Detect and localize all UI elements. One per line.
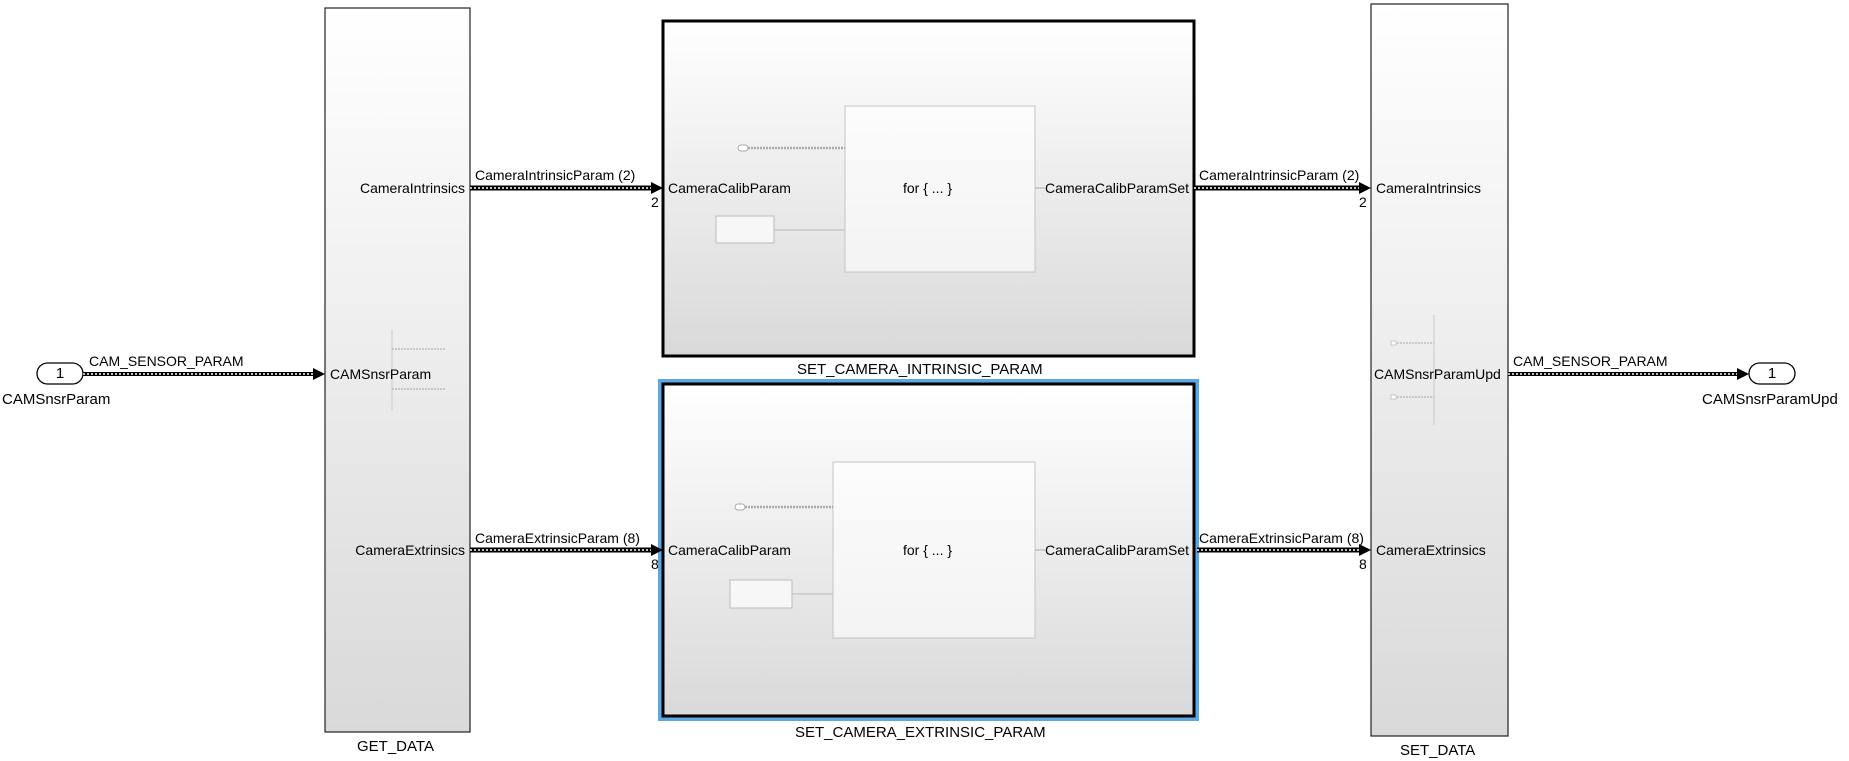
dimension-label-intrinsic-2: 2 — [1359, 194, 1367, 210]
inport-name: CAMSnsrParam — [2, 391, 111, 408]
get-data-output-port-intrinsics: CameraIntrinsics — [359, 180, 465, 196]
for-iterator-subsystem — [844, 105, 1036, 273]
outport-number: 1 — [1768, 365, 1776, 382]
extrinsic-input-port: CameraCalibParam — [668, 542, 791, 558]
signal-line-out-bus[interactable] — [1508, 368, 1749, 380]
signal-label-intrinsic-1: CameraIntrinsicParam (2) — [475, 167, 636, 183]
extrinsic-output-port: CameraCalibParamSet — [1045, 542, 1189, 558]
set-camera-intrinsic-param-block[interactable] — [661, 19, 1196, 358]
signal-line-intrinsic-2[interactable] — [1194, 182, 1371, 194]
signal-label-in-bus: CAM_SENSOR_PARAM — [89, 353, 244, 369]
intrinsic-for-label: for { ... } — [903, 180, 953, 196]
dimension-label-extrinsic-1: 8 — [651, 556, 659, 572]
get-data-block-name: GET_DATA — [357, 738, 434, 755]
extrinsic-for-label: for { ... } — [903, 542, 953, 558]
signal-line-extrinsic-2[interactable] — [1197, 544, 1371, 556]
inport-number: 1 — [56, 365, 64, 382]
set-camera-extrinsic-param-block[interactable] — [658, 379, 1199, 721]
set-data-input-port-intrinsics: CameraIntrinsics — [1376, 180, 1482, 196]
get-data-block[interactable] — [324, 7, 471, 733]
inport-cam-snsr-param[interactable]: 1 — [36, 362, 84, 385]
get-data-output-port-extrinsics: CameraExtrinsics — [355, 542, 465, 558]
signal-label-extrinsic-1: CameraExtrinsicParam (8) — [475, 530, 640, 546]
dimension-label-intrinsic-1: 2 — [651, 194, 659, 210]
set-data-input-port-bus: CAMSnsrParamUpd — [1374, 366, 1501, 382]
intrinsic-output-port: CameraCalibParamSet — [1045, 180, 1189, 196]
get-data-input-port: CAMSnsrParam — [330, 366, 432, 382]
signal-label-intrinsic-2: CameraIntrinsicParam (2) — [1199, 167, 1360, 183]
signal-line-extrinsic-1[interactable] — [470, 544, 663, 556]
for-iterator-subsystem — [832, 461, 1036, 639]
intrinsic-block-name: SET_CAMERA_INTRINSIC_PARAM — [797, 361, 1043, 378]
set-data-block-name: SET_DATA — [1400, 742, 1476, 759]
intrinsic-input-port: CameraCalibParam — [668, 180, 791, 196]
outport-cam-snsr-param-upd[interactable]: 1 — [1748, 362, 1796, 385]
set-data-block[interactable] — [1370, 3, 1509, 737]
signal-label-extrinsic-2: CameraExtrinsicParam (8) — [1199, 530, 1364, 546]
dimension-label-extrinsic-2: 8 — [1359, 556, 1367, 572]
constant-block — [729, 579, 793, 609]
signal-line-in-bus[interactable] — [83, 368, 325, 380]
signal-line-intrinsic-1[interactable] — [470, 182, 663, 194]
signal-label-out-bus: CAM_SENSOR_PARAM — [1513, 353, 1668, 369]
set-data-input-port-extrinsics: CameraExtrinsics — [1376, 542, 1486, 558]
outport-name: CAMSnsrParamUpd — [1702, 391, 1838, 408]
constant-block — [715, 215, 775, 244]
extrinsic-block-name: SET_CAMERA_EXTRINSIC_PARAM — [795, 724, 1046, 741]
